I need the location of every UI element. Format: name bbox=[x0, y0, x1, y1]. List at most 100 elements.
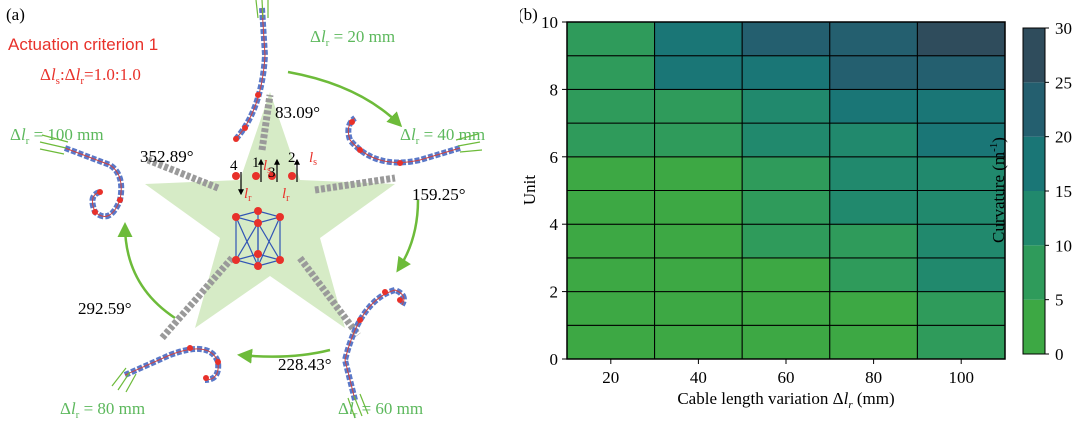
x-tick-label: 100 bbox=[948, 368, 974, 387]
colorbar-tick-label: 15 bbox=[1055, 182, 1072, 201]
heatmap-cell bbox=[829, 324, 918, 360]
x-tick-label: 60 bbox=[778, 368, 795, 387]
heatmap-cell bbox=[654, 190, 743, 225]
y-axis-ticks: 0 2 4 6 8 10 bbox=[541, 13, 567, 369]
heatmap-cell bbox=[741, 190, 831, 225]
x-tick-label: 40 bbox=[690, 368, 707, 387]
arm-label-100: Δlr = 100 mm bbox=[10, 125, 104, 147]
y-tick-label: 0 bbox=[550, 350, 559, 369]
heatmap-cell bbox=[654, 156, 743, 192]
heatmap-cell bbox=[654, 257, 743, 293]
heatmap-cell bbox=[566, 21, 656, 57]
heatmap-cell bbox=[654, 55, 743, 90]
x-axis-label: Cable length variation Δlr (mm) bbox=[677, 389, 894, 411]
panel-a: (a) Actuation criterion 1 Δls:Δlr=1.0:1.… bbox=[0, 0, 540, 425]
colorbar-tick-label: 5 bbox=[1055, 291, 1064, 310]
colorbar-segment bbox=[1023, 191, 1045, 246]
heatmap-cell bbox=[741, 156, 831, 192]
heatmap-cell bbox=[566, 122, 656, 158]
straight-arms bbox=[146, 94, 396, 341]
heatmap-cell bbox=[829, 55, 918, 90]
heatmap-cell bbox=[566, 88, 656, 124]
heatmap-cell bbox=[741, 324, 831, 360]
heatmap-cell bbox=[829, 88, 918, 124]
angle-label-1: 83.09° bbox=[275, 103, 320, 122]
heatmap-cell bbox=[829, 291, 918, 326]
colorbar-segment bbox=[1023, 136, 1045, 191]
cable-number-4: 4 bbox=[230, 158, 238, 174]
angle-label-5: 352.89° bbox=[140, 147, 194, 166]
colorbar-tick-label: 10 bbox=[1055, 236, 1072, 255]
x-tick-label: 20 bbox=[602, 368, 619, 387]
heatmap-cell bbox=[654, 122, 743, 158]
length-ratio: Δls:Δlr=1.0:1.0 bbox=[40, 65, 141, 87]
heatmap-cell bbox=[654, 223, 743, 259]
panel-a-label: (a) bbox=[6, 5, 25, 24]
colorbar: 0 5 10 15 20 25 30 bbox=[1022, 19, 1072, 364]
heatmap-cell bbox=[916, 223, 1006, 259]
heatmap-cell bbox=[829, 257, 918, 293]
heatmap-cell bbox=[741, 88, 831, 124]
colorbar-tick-label: 0 bbox=[1055, 345, 1064, 364]
colorbar-tick-label: 25 bbox=[1055, 73, 1072, 92]
heatmap-cell bbox=[566, 223, 656, 259]
panel-b-label: (b) bbox=[520, 5, 538, 24]
arm-joints bbox=[92, 92, 403, 381]
rotation-arrows bbox=[117, 70, 420, 364]
heatmap-cell bbox=[916, 324, 1006, 360]
ls-label-right: ls bbox=[309, 150, 317, 168]
criterion-title: Actuation criterion 1 bbox=[8, 35, 158, 54]
colorbar-tick-label: 30 bbox=[1055, 19, 1072, 38]
y-tick-label: 2 bbox=[550, 283, 559, 302]
heatmap-cell bbox=[829, 190, 918, 225]
angle-label-2: 159.25° bbox=[412, 185, 466, 204]
heatmap-cell bbox=[916, 257, 1006, 293]
angle-label-3: 228.43° bbox=[278, 355, 332, 374]
heatmap-cell bbox=[566, 291, 656, 326]
x-axis-ticks: 20 40 60 80 100 bbox=[602, 359, 974, 387]
heatmap-cell bbox=[741, 122, 831, 158]
heatmap-cell bbox=[654, 88, 743, 124]
lr-label-left: lr bbox=[244, 186, 252, 204]
heatmap-cell bbox=[741, 223, 831, 259]
heatmap-cell bbox=[829, 223, 918, 259]
arm-label-40: Δlr = 40 mm bbox=[400, 125, 485, 147]
y-tick-label: 6 bbox=[550, 148, 559, 167]
cable-number-3: 3 bbox=[268, 165, 276, 181]
cable-number-1: 1 bbox=[252, 155, 260, 171]
heatmap-cell bbox=[654, 21, 743, 57]
colorbar-segment bbox=[1023, 299, 1045, 354]
heatmap-cell bbox=[741, 257, 831, 293]
cable-number-2: 2 bbox=[288, 150, 296, 166]
colorbar-segment bbox=[1023, 245, 1045, 300]
angle-label-4: 292.59° bbox=[78, 299, 132, 318]
heatmap-cell bbox=[829, 156, 918, 192]
heatmap-cell bbox=[916, 291, 1006, 326]
ls-label-center: ls bbox=[263, 158, 271, 176]
unit-inset: 4 1 3 2 ls ls lr lr bbox=[230, 150, 317, 270]
lr-label-right: lr bbox=[282, 186, 290, 204]
y-tick-label: 8 bbox=[550, 80, 559, 99]
x-tick-label: 80 bbox=[865, 368, 882, 387]
y-tick-label: 10 bbox=[541, 13, 558, 32]
heatmap-cell bbox=[741, 291, 831, 326]
y-tick-label: 4 bbox=[550, 215, 559, 234]
heatmap-cell bbox=[916, 156, 1006, 192]
heatmap-cell bbox=[829, 21, 918, 57]
star-shape bbox=[145, 92, 395, 328]
heatmap-cell bbox=[566, 190, 656, 225]
colorbar-label: Curvature (m-1) bbox=[988, 137, 1008, 243]
arm-label-60: Δlr = 60 mm bbox=[338, 399, 423, 421]
heatmap-cell bbox=[916, 21, 1006, 57]
colorbar-tick-label: 20 bbox=[1055, 128, 1072, 147]
colorbar-segment bbox=[1023, 82, 1045, 137]
heatmap-cell bbox=[916, 88, 1006, 124]
arm-label-80: Δlr = 80 mm bbox=[60, 399, 145, 421]
heatmap-cell bbox=[566, 156, 656, 192]
heatmap-cell bbox=[654, 291, 743, 326]
arm-label-20: Δlr = 20 mm bbox=[310, 27, 395, 49]
robot-diagram: (a) Actuation criterion 1 Δls:Δlr=1.0:1.… bbox=[6, 0, 485, 421]
cable-ends bbox=[39, 0, 483, 419]
